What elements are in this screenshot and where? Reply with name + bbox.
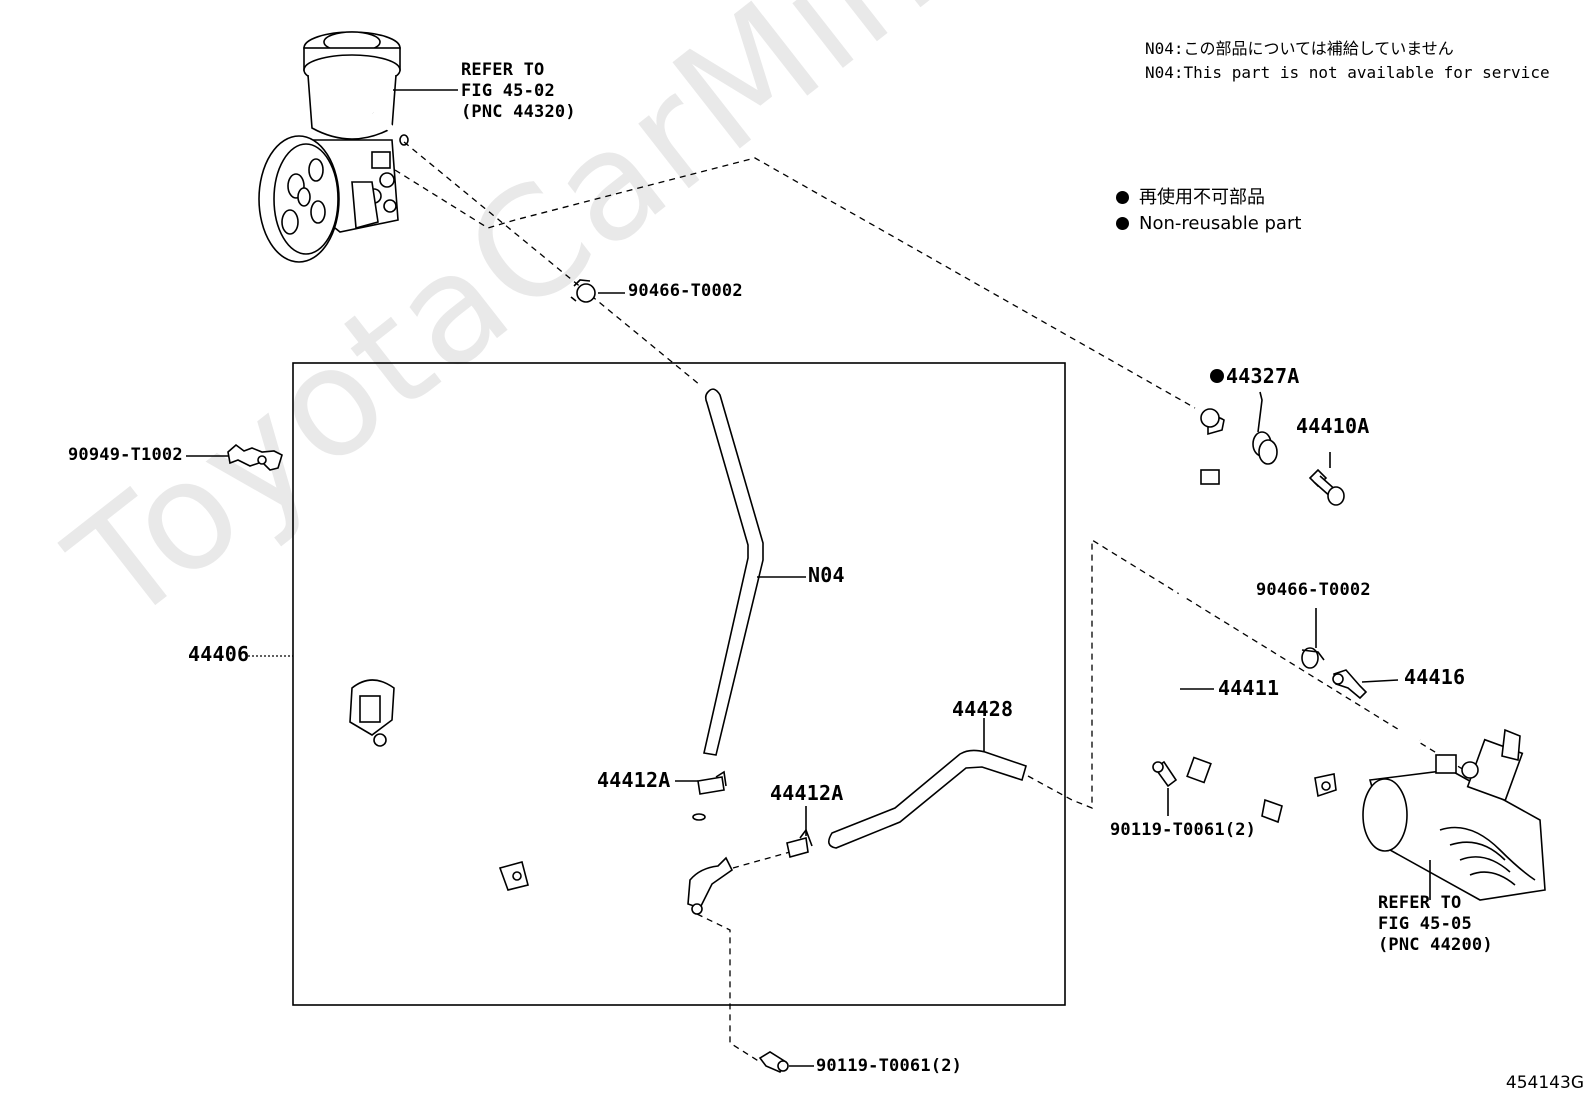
part-label-clamp-a1: 44412A xyxy=(597,768,671,792)
tube-44411 xyxy=(1146,408,1421,824)
legend-en: Non-reusable part xyxy=(1116,211,1301,237)
part-label-clamp-right: 90466-T0002 xyxy=(1256,580,1371,600)
leader-dashed xyxy=(732,851,791,869)
vane-pump-icon xyxy=(258,31,409,263)
part-label-clamp-a2: 44412A xyxy=(770,781,844,805)
part-label-gasket: 44327A xyxy=(1210,366,1299,386)
hose-n04 xyxy=(703,388,764,756)
part-label-bracket: 90949-T1002 xyxy=(68,445,183,465)
leader-dashed xyxy=(1027,538,1465,809)
part-label-hose-44428: 44428 xyxy=(952,697,1014,721)
note-n04-jp: N04:この部品については補給していません xyxy=(1145,39,1454,58)
part-label-bolt-right: 90119-T0061(2) xyxy=(1110,820,1257,840)
clamp-icon xyxy=(1301,647,1325,669)
part-label-union-bolt: 44410A xyxy=(1296,414,1370,438)
figure-id: 454143G xyxy=(1505,1073,1584,1093)
refer-pump-label: REFER TO FIG 45-02 (PNC 44320) xyxy=(461,60,576,122)
steering-gear-icon xyxy=(1362,728,1546,901)
leader-dashed xyxy=(696,913,761,1063)
legend-jp: 再使用不可部品 xyxy=(1116,185,1265,211)
note-n04-en: N04:This part is not available for servi… xyxy=(1145,63,1550,82)
part-label-assembly: 44406 xyxy=(188,642,250,666)
refer-gear-label: REFER TO FIG 45-05 (PNC 44200) xyxy=(1378,893,1493,955)
part-label-tube-44411: 44411 xyxy=(1218,676,1280,700)
clamp-icon xyxy=(697,770,727,795)
bullet-icon xyxy=(1116,217,1129,230)
clamp-icon xyxy=(786,828,813,858)
clamp-icon xyxy=(570,279,596,303)
gasket-icon xyxy=(1252,431,1278,465)
part-label-n04: N04 xyxy=(808,563,845,587)
union-icon xyxy=(1332,669,1368,700)
non-reusable-icon xyxy=(1210,369,1224,383)
bracket-icon xyxy=(227,443,283,471)
pressure-tube-assembly xyxy=(349,679,734,915)
leader-dashed xyxy=(403,141,701,386)
hose-44428 xyxy=(828,749,1027,849)
part-label-union-44416: 44416 xyxy=(1404,665,1466,689)
bullet-icon xyxy=(1116,191,1129,204)
part-label-bolt-bottom: 90119-T0061(2) xyxy=(816,1056,963,1076)
assembly-frame xyxy=(292,362,1066,1006)
bolt-icon xyxy=(1152,760,1178,788)
union-bolt-icon xyxy=(1308,468,1345,506)
part-label-clamp-top: 90466-T0002 xyxy=(628,281,743,301)
bolt-icon xyxy=(758,1051,789,1074)
leader-dashed xyxy=(394,157,1196,409)
